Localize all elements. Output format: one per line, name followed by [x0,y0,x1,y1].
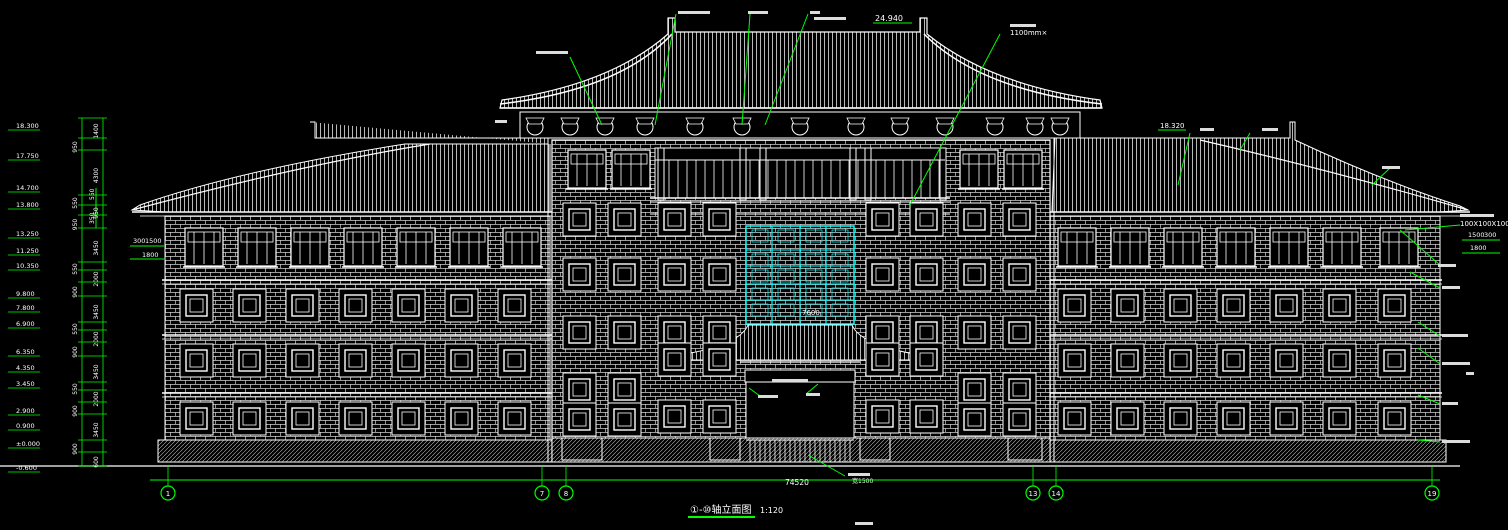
segment-label: 550 [72,263,79,275]
drawing-title[interactable]: ①-⑩轴立面图 [690,503,752,516]
axis-label: 1 [166,490,170,498]
pane-dimension-text: 1100mm× [1010,29,1047,37]
level-label: 2.900 [16,407,35,415]
segment-label: 550 [72,383,79,395]
left-dim-b: 1500 [145,237,162,245]
axis-markers: 1 7 8 13 14 19 [160,466,1440,501]
segment-label: 4300 [93,168,100,183]
level-label: 7.800 [16,304,35,312]
axis-label: 7 [540,490,544,498]
segment-label: 550 [72,323,79,335]
mid-dim-b: 350 [89,212,96,224]
segment-label: 900 [72,443,79,455]
segment-label: 2000 [93,331,100,346]
segment-label: 3450 [93,304,100,319]
level-label: ±0.000 [16,440,40,448]
right-dim-a: 1500 [1468,231,1485,239]
axis-bubble [160,485,176,501]
segment-label: 900 [72,346,79,358]
segment-label: 600 [93,456,100,468]
entrance-width-text: 宽1500 [852,477,873,485]
overall-dimension-text: 74520 [785,478,809,487]
level-label: 6.900 [16,320,35,328]
segment-label: 900 [72,405,79,417]
top-elevation-text: 24.940 [875,14,903,23]
segment-label: 950 [72,141,79,153]
segment-label: 900 [72,286,79,298]
axis-label: 14 [1052,490,1061,498]
level-label: 0.900 [16,422,35,430]
level-label: 3.450 [16,380,35,388]
level-label: 10.350 [16,262,39,270]
drawing-scale: 1:120 [760,506,783,515]
level-label: 14.700 [16,184,39,192]
axis-bubble [534,485,550,501]
axis-label: 13 [1029,490,1038,498]
segment-label: 2000 [93,271,100,286]
right-dim-b: 300 [1484,231,1496,239]
right-dim-c: 1800 [1470,244,1487,252]
level-label: 18.300 [16,122,39,130]
level-label: 6.350 [16,348,35,356]
segment-label: 3450 [93,240,100,255]
segment-label: 550 [72,197,79,209]
segment-label: 3450 [93,364,100,379]
level-label: 13.250 [16,230,39,238]
level-label: 11.250 [16,247,39,255]
segment-label: 1400 [93,123,100,138]
segment-label: 950 [93,207,100,219]
axis-bubble [1048,485,1064,501]
axis-bubble [1424,485,1440,501]
left-dimension-chain: 18.300 17.750 14.700 13.800 13.250 11.250 10.3… [8,117,107,473]
level-label: -0.600 [16,464,37,472]
segment-label: 950 [72,219,79,231]
level-label: 17.750 [16,152,39,160]
segment-label: 2000 [93,391,100,406]
upper-window-group [183,149,1420,268]
axis-label: 8 [564,490,568,498]
window-group [179,202,1412,437]
level-label: 9.800 [16,290,35,298]
left-dim-c: 1800 [142,251,159,259]
side-note-text: 100X100X100 [1460,220,1508,228]
axis-bubble [1025,485,1041,501]
left-dim-a: 300 [133,237,145,245]
leader-lines [569,13,1461,477]
right-roof-elevation-text: 18.320 [1160,122,1185,130]
gate-dimension-text: 7600 [802,309,820,317]
axis-bubble [558,485,574,501]
level-label: 13.800 [16,201,39,209]
axis-label: 19 [1428,490,1437,498]
annotation-texts [495,11,1494,525]
mid-dim-a: 550 [89,188,96,200]
level-label: 4.350 [16,364,35,372]
segment-label: 3450 [93,422,100,437]
